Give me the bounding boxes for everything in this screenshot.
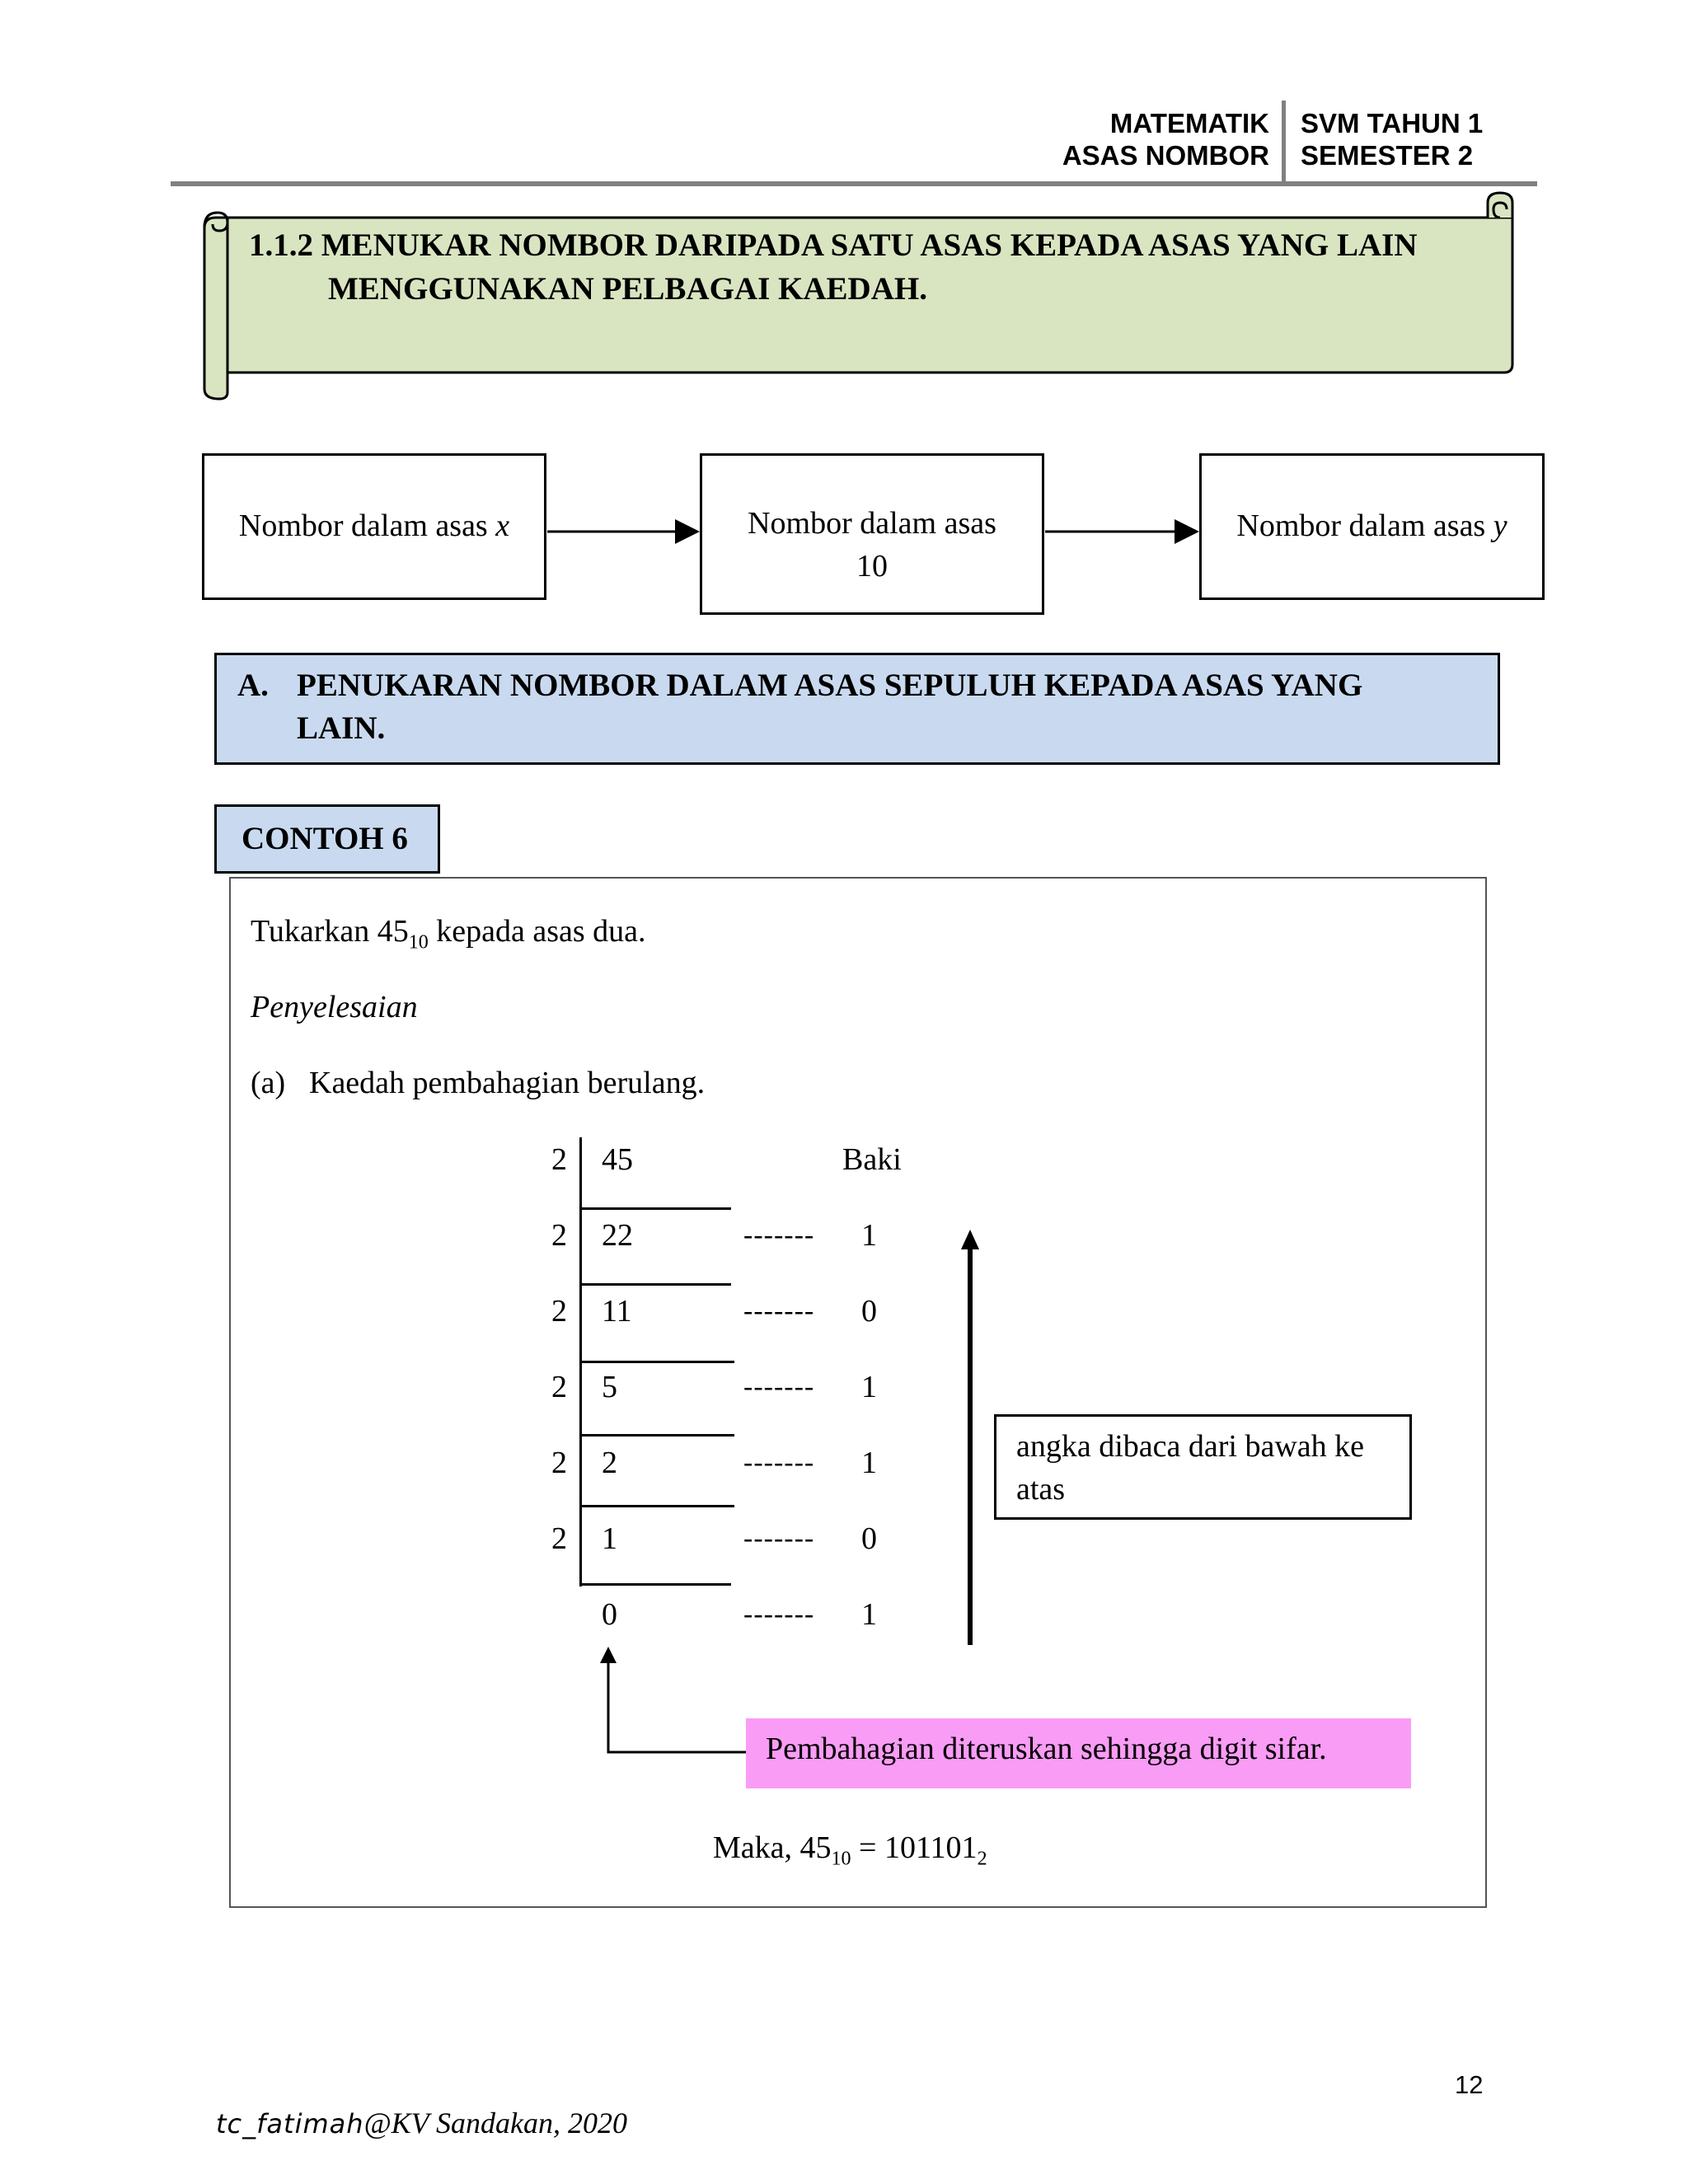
ladder-rule	[581, 1434, 734, 1436]
remainder: 1	[861, 1597, 877, 1632]
method-label: (a)	[251, 1066, 286, 1100]
dividend-final-zero: 0	[602, 1597, 617, 1632]
dash-separator: -------	[743, 1220, 815, 1250]
footer-org: @KV Sandakan, 2020	[363, 2107, 627, 2139]
section-a-panel	[214, 653, 1500, 765]
dividend: 11	[602, 1294, 632, 1329]
header-semester: SEMESTER 2	[1301, 140, 1474, 171]
section-a-label: A.	[237, 668, 269, 703]
dividend: 5	[602, 1370, 617, 1404]
dash-separator: -------	[743, 1447, 815, 1478]
flow-box-base-10: Nombor dalam asas 10	[700, 453, 1044, 615]
question-text: Tukarkan 4510 kepada asas dua.	[251, 914, 646, 954]
header-subject: MATEMATIK	[1109, 108, 1269, 138]
flow-box-base-y-label: Nombor dalam asas	[1236, 509, 1486, 543]
remainder-header: Baki	[842, 1142, 902, 1177]
dividend: 2	[602, 1446, 617, 1480]
header-divider	[1282, 101, 1286, 183]
flow-box-base-x: Nombor dalam asas x	[202, 453, 546, 600]
stop-note-text: Pembahagian diteruskan sehingga digit si…	[766, 1732, 1327, 1766]
read-note-text: angka dibaca dari bawah ke atas	[1016, 1429, 1365, 1507]
dash-separator: -------	[743, 1371, 815, 1402]
answer-text: Maka, 4510 = 1011012	[713, 1830, 987, 1870]
section-a-line-2: LAIN.	[297, 710, 386, 746]
header-rule	[171, 181, 1537, 186]
dividend: 22	[602, 1218, 633, 1253]
remainder: 1	[861, 1446, 877, 1480]
flow-box-base-10-value: 10	[856, 549, 888, 583]
read-note-box: angka dibaca dari bawah ke atas	[994, 1414, 1412, 1520]
ladder-rule	[581, 1283, 731, 1286]
header-topic: ASAS NOMBOR	[1062, 140, 1269, 171]
page-number: 12	[1455, 2070, 1484, 2099]
footer-author: tc_fatimah	[216, 2108, 364, 2139]
section-a-line-1: PENUKARAN NOMBOR DALAM ASAS SEPULUH KEPA…	[297, 668, 1363, 703]
dash-separator: -------	[743, 1599, 815, 1629]
divisor: 2	[551, 1521, 567, 1556]
ladder-rule	[581, 1505, 734, 1507]
title-banner	[203, 191, 1514, 401]
divisor: 2	[551, 1142, 567, 1177]
example-tab: CONTOH 6	[214, 804, 440, 874]
ladder-vertical-rule	[579, 1137, 582, 1586]
flow-box-base-10-label: Nombor dalam asas	[748, 506, 996, 541]
example-tab-label: CONTOH 6	[241, 821, 408, 856]
flow-arrows	[547, 519, 1199, 544]
dash-separator: -------	[743, 1523, 815, 1554]
solution-label: Penyelesaian	[251, 990, 418, 1024]
flow-var-x: x	[495, 509, 510, 543]
dividend: 1	[602, 1521, 617, 1556]
remainder: 1	[861, 1370, 877, 1404]
ladder-rule	[581, 1207, 731, 1210]
example-box	[229, 877, 1487, 1908]
ladder-rule	[581, 1583, 731, 1586]
banner-line-2: MENGGUNAKAN PELBAGAI KAEDAH.	[328, 271, 927, 307]
flow-box-base-x-label: Nombor dalam asas	[238, 509, 488, 543]
stop-note-arrow	[600, 1647, 750, 1754]
footer-credit: tc_fatimah@KV Sandakan, 2020	[216, 2106, 627, 2140]
flow-box-base-y: Nombor dalam asas y	[1199, 453, 1545, 600]
remainder: 0	[861, 1521, 877, 1556]
read-upward-arrow	[961, 1230, 979, 1645]
ladder-rule	[581, 1361, 734, 1363]
banner-line-1: 1.1.2 MENUKAR NOMBOR DARIPADA SATU ASAS …	[249, 227, 1418, 263]
divisor: 2	[551, 1218, 567, 1253]
flow-var-y: y	[1493, 509, 1507, 543]
dash-separator: -------	[743, 1296, 815, 1326]
divisor: 2	[551, 1294, 567, 1329]
divisor: 2	[551, 1370, 567, 1404]
header-course: SVM TAHUN 1	[1301, 108, 1484, 138]
dividend: 45	[602, 1142, 633, 1177]
remainder: 0	[861, 1294, 877, 1329]
remainder: 1	[861, 1218, 877, 1253]
stop-note-box: Pembahagian diteruskan sehingga digit si…	[746, 1718, 1411, 1788]
divisor: 2	[551, 1446, 567, 1480]
method-text: Kaedah pembahagian berulang.	[309, 1066, 706, 1100]
